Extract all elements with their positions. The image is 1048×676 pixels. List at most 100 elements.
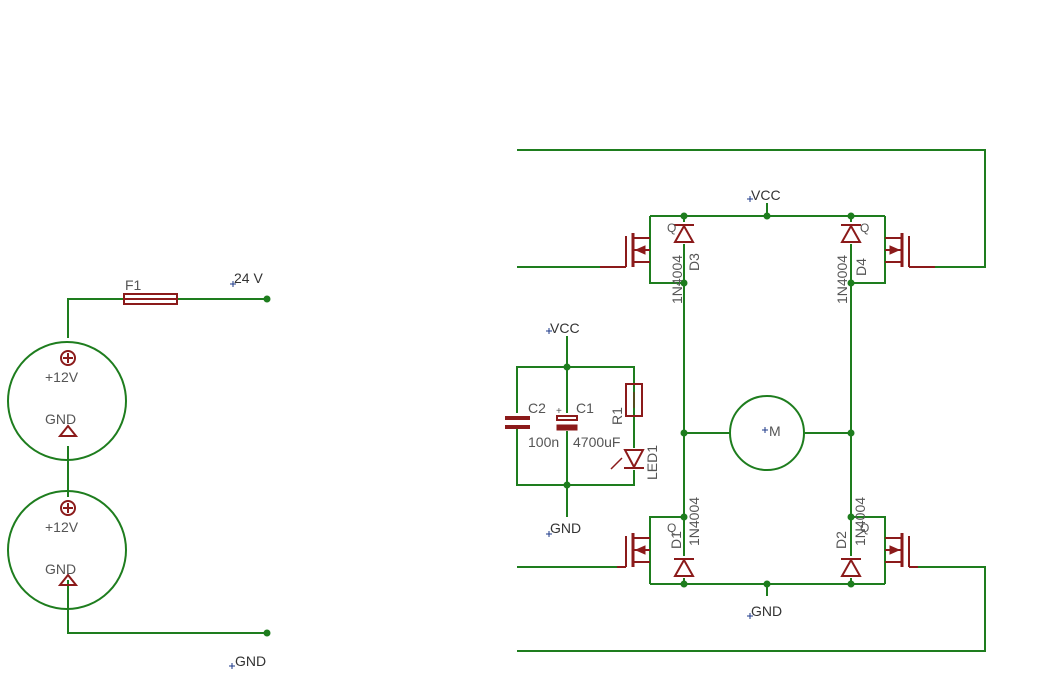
junction-gnd-mid bbox=[563, 481, 571, 489]
capacitor-c2: C2 100n bbox=[505, 400, 559, 450]
junction-vcc-mid bbox=[563, 363, 571, 371]
net-gnd-mid-marker bbox=[546, 531, 552, 537]
diode-d4: D4 1N4004 bbox=[834, 222, 869, 304]
d1-name: D1 bbox=[668, 531, 684, 549]
diode-d1: D1 1N4004 bbox=[668, 497, 702, 578]
fuse-f1: F1 bbox=[123, 277, 178, 305]
d2-triangle bbox=[840, 557, 862, 577]
diode-d3: D3 1N4004 bbox=[669, 222, 702, 304]
fuse-label: F1 bbox=[125, 277, 142, 293]
d4-triangle bbox=[840, 223, 862, 243]
c1-plate-top bbox=[556, 415, 578, 421]
led-light-arrows-icon bbox=[610, 457, 623, 470]
led-gap bbox=[624, 448, 644, 470]
d3-triangle bbox=[673, 223, 695, 243]
battery-1: +12V GND bbox=[7, 341, 127, 461]
mosfet-q-bottom-right: Q bbox=[860, 521, 918, 568]
c1-plate-bottom bbox=[556, 424, 578, 431]
battery-1-neg-label: GND bbox=[45, 411, 76, 427]
d4-gap bbox=[842, 222, 860, 244]
c1-value: 4700uF bbox=[573, 434, 620, 450]
d1-triangle bbox=[673, 557, 695, 577]
battery-1-pos-label: +12V bbox=[45, 369, 79, 385]
wire-battery-to-fuse bbox=[67, 298, 124, 338]
net-gnd-bottom-label: GND bbox=[751, 603, 782, 619]
q-bl-arrow-icon bbox=[634, 545, 646, 555]
q-tr-ref: Q bbox=[860, 221, 869, 235]
mosfet-q-top-left: Q bbox=[600, 221, 676, 268]
d3-value: 1N4004 bbox=[669, 255, 685, 304]
capacitor-c1: + C1 4700uF bbox=[555, 400, 620, 450]
d2-value: 1N4004 bbox=[852, 497, 868, 546]
motor-marker bbox=[762, 427, 768, 433]
net-gnd-left-marker bbox=[229, 663, 235, 669]
c2-name: C2 bbox=[528, 400, 546, 416]
net-vcc-top-marker bbox=[747, 196, 753, 202]
q-tr-arrow-icon bbox=[889, 245, 901, 255]
power-supply-section: F1 24 V +12V GND +12V GND bbox=[7, 270, 271, 669]
wire-gate-loop-bottom bbox=[517, 566, 986, 652]
net-vcc-mid-marker bbox=[546, 328, 552, 334]
d1-value: 1N4004 bbox=[686, 497, 702, 546]
net-gnd-left-label: GND bbox=[235, 653, 266, 669]
battery-2-pos-label: +12V bbox=[45, 519, 79, 535]
h-bridge-section: M VCC GND D3 1N4004 D4 1N4004 bbox=[517, 149, 986, 652]
c1-plus-mark: + bbox=[556, 406, 562, 417]
q-br-arrow-icon bbox=[889, 545, 901, 555]
c2-value: 100n bbox=[528, 434, 559, 450]
d2-name: D2 bbox=[833, 531, 849, 549]
c1-name: C1 bbox=[576, 400, 594, 416]
battery-2-gnd-icon bbox=[57, 573, 79, 586]
d2-gap bbox=[842, 556, 860, 578]
junction-24v bbox=[263, 295, 271, 303]
battery-2-outline bbox=[7, 490, 127, 610]
net-24v-label: 24 V bbox=[234, 270, 263, 286]
battery-2-plus-icon bbox=[60, 500, 76, 516]
d3-gap bbox=[675, 222, 693, 244]
resistor-r1: R1 bbox=[609, 383, 643, 425]
d4-value: 1N4004 bbox=[834, 255, 850, 304]
net-gnd-bottom: GND bbox=[747, 603, 782, 619]
q-tl-arrow-icon bbox=[634, 245, 646, 255]
battery-1-outline bbox=[7, 341, 127, 461]
led-name: LED1 bbox=[644, 445, 660, 480]
diode-d2: D2 1N4004 bbox=[833, 497, 868, 578]
led-triangle bbox=[623, 449, 645, 470]
led-led1: LED1 bbox=[610, 445, 660, 480]
motor-circle bbox=[729, 395, 805, 471]
junction-right-lower bbox=[847, 513, 855, 521]
net-24v-marker bbox=[230, 281, 236, 287]
net-vcc-top-label: VCC bbox=[751, 187, 781, 203]
q-tl-ref: Q bbox=[667, 221, 676, 235]
motor-m: M bbox=[684, 395, 851, 471]
net-gnd-left: GND bbox=[229, 653, 266, 669]
battery-2-neg-label: GND bbox=[45, 561, 76, 577]
battery-1-gnd-icon bbox=[57, 424, 79, 437]
wire-battery-to-gnd bbox=[67, 580, 267, 634]
net-vcc-mid-label: VCC bbox=[550, 320, 580, 336]
junction-left-upper bbox=[680, 279, 688, 287]
q-br-ref: Q bbox=[860, 521, 869, 535]
d4-name: D4 bbox=[853, 258, 869, 276]
d1-gap bbox=[675, 556, 693, 578]
wire-gate-loop-top bbox=[517, 149, 986, 268]
net-24v: 24 V bbox=[230, 270, 263, 287]
q-bl-ref: Q bbox=[667, 521, 676, 535]
junction-gnd-bottom bbox=[763, 580, 771, 588]
junction-left-lower bbox=[680, 513, 688, 521]
decoupling-section: VCC C2 100n + C1 4700uF R1 bbox=[505, 320, 660, 537]
junction-right-upper bbox=[847, 279, 855, 287]
motor-symbol: M bbox=[769, 423, 781, 439]
net-gnd-bottom-marker bbox=[747, 613, 753, 619]
net-vcc-mid: VCC bbox=[546, 320, 580, 336]
battery-1-plus-icon bbox=[60, 350, 76, 366]
junction-gnd-left bbox=[263, 629, 271, 637]
junction-vcc-top bbox=[763, 212, 771, 220]
net-gnd-mid-label: GND bbox=[550, 520, 581, 536]
mosfet-q-bottom-left: Q bbox=[617, 521, 676, 568]
mosfet-q-top-right: Q bbox=[860, 221, 935, 268]
battery-2: +12V GND bbox=[7, 490, 127, 610]
r1-name: R1 bbox=[609, 407, 625, 425]
d3-name: D3 bbox=[686, 253, 702, 271]
